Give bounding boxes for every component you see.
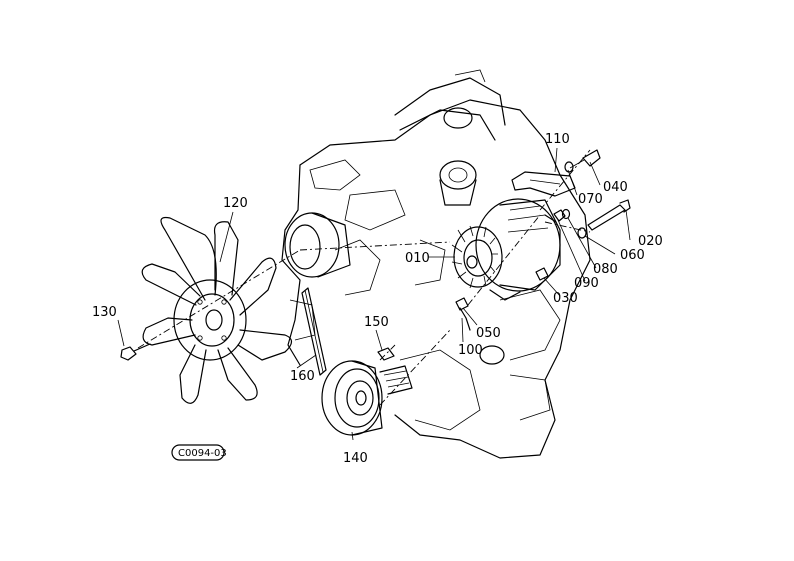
alternator [451,198,561,301]
label-090: 090 [574,276,599,291]
drawing-code: C0094-03 [178,448,227,459]
nut-050 [455,297,469,311]
nut-090 [553,209,566,222]
label-060: 060 [620,248,645,263]
label-020: 020 [638,234,663,249]
label-120: 120 [223,196,248,211]
label-030: 030 [553,291,578,306]
part-labels: 010 020 030 040 050 060 070 080 090 100 … [92,132,663,466]
long-bolt-020 [587,199,631,231]
bolt-100 [459,307,471,331]
label-130: 130 [92,305,117,320]
label-110: 110 [545,132,570,147]
label-040: 040 [603,180,628,195]
crankshaft-pulley [321,360,413,436]
label-150: 150 [364,315,389,330]
washer-060 [577,227,587,239]
label-010: 010 [405,251,430,266]
bolt-030 [535,267,549,281]
adjusting-bracket [511,171,576,197]
label-080: 080 [593,262,618,277]
engine-block [281,69,591,459]
crankshaft-key [377,347,395,361]
water-pump-hub [284,212,351,278]
center-lines [137,149,591,406]
label-140: 140 [343,451,368,466]
label-100: 100 [458,343,483,358]
fan-bolt [120,343,151,361]
bolt-040 [569,149,601,169]
spring-washer-080 [561,208,571,220]
drawing-code-badge: C0094-03 [171,444,227,461]
fan-belt [301,287,327,376]
label-070: 070 [578,192,603,207]
leader-lines [117,147,631,441]
label-050: 050 [476,326,501,341]
label-160: 160 [290,369,315,384]
cooling-fan [141,216,293,404]
